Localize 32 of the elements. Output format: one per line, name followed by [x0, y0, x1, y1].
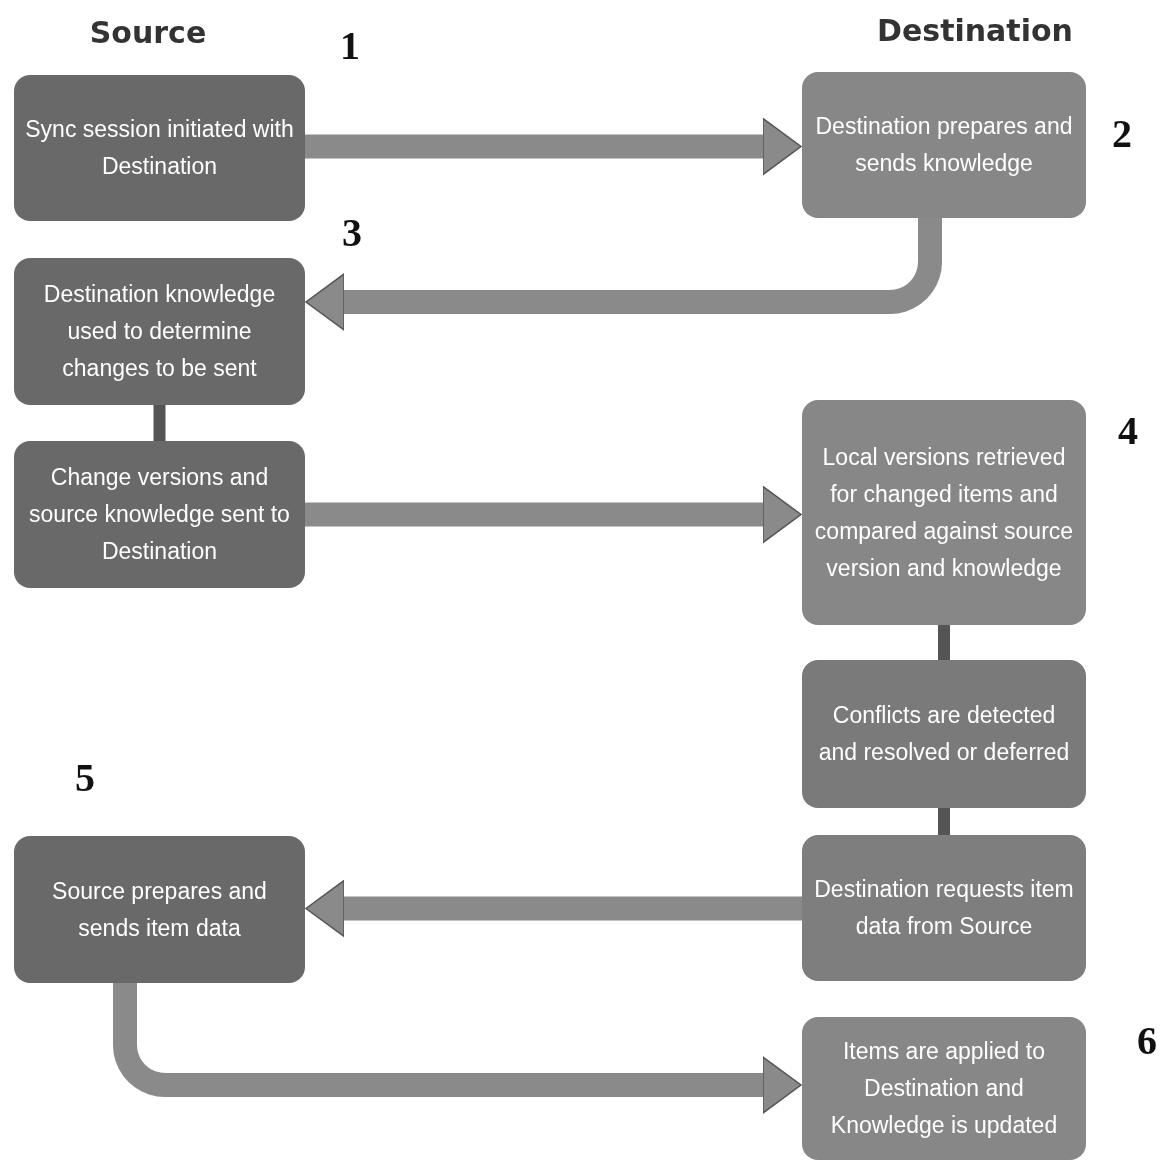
- box-text: Sync session initiated with Destination: [24, 115, 295, 181]
- arrow: [305, 117, 802, 176]
- step-number: 5: [75, 753, 95, 801]
- process-box: [802, 660, 1086, 808]
- process-box: [802, 72, 1086, 218]
- process-box: [14, 75, 305, 221]
- column-heading: Destination: [877, 12, 1073, 48]
- box-text: Destination prepares and sends knowledge: [814, 112, 1074, 178]
- step-number: 4: [1118, 406, 1138, 454]
- process-box: [14, 836, 305, 983]
- process-box: [802, 1017, 1086, 1160]
- step-number: 6: [1137, 1016, 1157, 1064]
- box-text: Source prepares and sends item data: [51, 876, 268, 943]
- box-text: Destination requests item data from Source: [813, 875, 1075, 941]
- column-heading: Source: [89, 14, 207, 50]
- box-text: Conflicts are detected and resolved or deferred: [817, 701, 1071, 767]
- connector-bar: [938, 808, 950, 835]
- box-text: Change versions and source knowledge sent to Destination: [28, 463, 291, 566]
- process-box: [802, 835, 1086, 981]
- connector-bar: [938, 625, 950, 660]
- box-text: Local versions retrieved for changed items and compared against source version and knowledge: [813, 442, 1075, 583]
- process-box: [802, 400, 1086, 625]
- process-box: [14, 258, 305, 405]
- process-box: [14, 441, 305, 588]
- box-text: Items are applied to Destination and Knowledge is updated: [829, 1037, 1059, 1140]
- connector-bar: [153, 405, 166, 441]
- arrow: [305, 485, 802, 544]
- arrow: [305, 879, 802, 938]
- step-number: 3: [342, 208, 362, 256]
- box-text: Destination knowledge used to determine changes to be sent: [42, 280, 277, 383]
- step-number: 2: [1112, 109, 1132, 157]
- step-number: 1: [340, 21, 360, 69]
